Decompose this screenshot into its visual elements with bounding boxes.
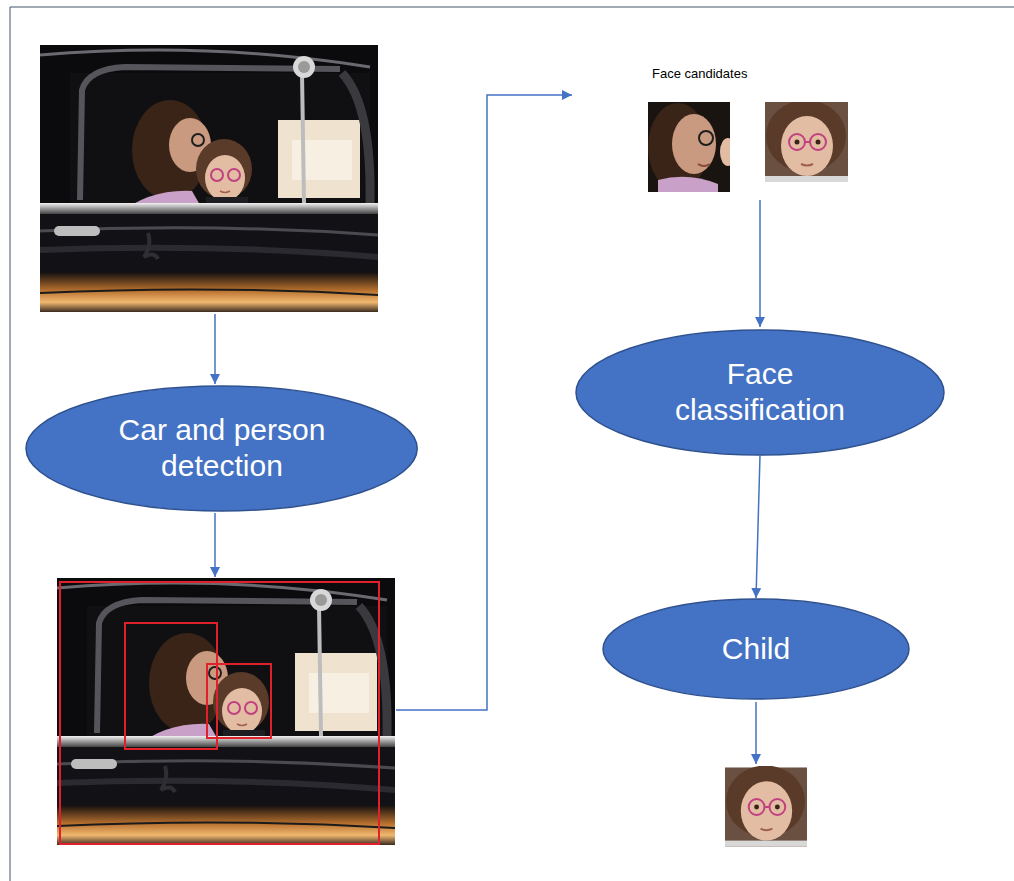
face-crop [725, 766, 807, 847]
process-ellipse: Face classification [575, 329, 945, 456]
flow-arrow [214, 513, 216, 577]
node-label: Face classification [655, 356, 865, 428]
frame-line [10, 7, 11, 881]
face-crop [765, 100, 848, 182]
ellipse-shape [603, 599, 909, 699]
node-label: Car and person detection [92, 412, 352, 484]
flow-arrow [214, 314, 216, 384]
ellipse-outline [25, 385, 418, 512]
flow-arrow [396, 95, 572, 710]
ellipse-shape [576, 330, 944, 455]
ellipse-shape [26, 386, 417, 511]
group-heading: Face candidates [652, 66, 747, 82]
person-bounding-box [207, 664, 271, 738]
detection-photo [57, 578, 395, 845]
process-ellipse: Car and person detection [25, 385, 418, 512]
node-label: Child [722, 631, 790, 667]
process-ellipse: Child [602, 598, 910, 700]
car-photo [40, 45, 378, 312]
frame-line [10, 7, 1014, 8]
face-crop [648, 102, 736, 192]
ellipse-outline [575, 329, 945, 456]
person-bounding-box [125, 623, 217, 749]
car-bounding-box [60, 582, 379, 844]
flow-arrow [756, 456, 760, 599]
flow-arrow [759, 200, 761, 327]
flow-arrow [755, 702, 757, 764]
